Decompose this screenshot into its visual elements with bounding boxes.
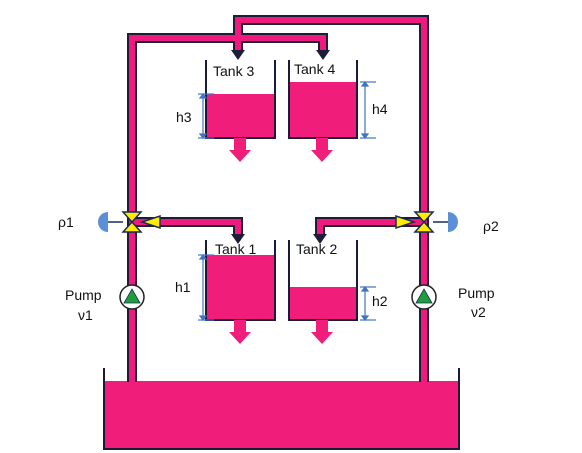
- right-pump: [411, 284, 437, 310]
- reservoir-walls: [103, 368, 460, 450]
- tank-1-label: Tank 1: [215, 241, 256, 257]
- sensor-icon: [448, 212, 458, 232]
- left-riser-pipe: [129, 35, 326, 382]
- h4-label: h4: [372, 101, 388, 117]
- right-valve: [395, 211, 458, 233]
- left-sensor-label: ρ1: [58, 214, 74, 230]
- h3-label: h3: [176, 109, 192, 125]
- outflow-arrow-icon: [229, 332, 251, 344]
- right-sensor-label: ρ2: [483, 218, 499, 234]
- tank-3-water: [206, 94, 275, 138]
- tank-3-label: Tank 3: [213, 63, 254, 79]
- tank-4-water: [289, 82, 357, 138]
- pipe-network: [127, 15, 429, 382]
- tank-3: [205, 60, 276, 162]
- valve-icon: [121, 211, 143, 233]
- tank-1: [205, 240, 276, 344]
- level-dimensions: [198, 81, 376, 321]
- tank-1-water: [206, 255, 275, 320]
- sensor-icon: [98, 212, 108, 232]
- left-branch-pipe: [132, 219, 241, 236]
- h2-label: h2: [372, 293, 388, 309]
- tank-2-water: [289, 287, 357, 320]
- right-pump-symbol: ν2: [471, 304, 486, 320]
- outflow-arrow-icon: [311, 150, 333, 162]
- outflow-arrow-icon: [229, 150, 251, 162]
- valve-icon: [413, 211, 435, 233]
- tank-2: [288, 240, 358, 344]
- reservoir-water: [104, 381, 459, 449]
- right-branch-pipe: [317, 219, 424, 236]
- tank-2-label: Tank 2: [296, 241, 337, 257]
- tank-4: [288, 60, 358, 162]
- outflow-arrow-icon: [311, 332, 333, 344]
- right-riser-pipe: [235, 17, 427, 382]
- h1-label: h1: [175, 279, 191, 295]
- tank-4-label: Tank 4: [294, 61, 335, 77]
- left-pump: [119, 284, 145, 310]
- left-pump-symbol: ν1: [78, 307, 93, 323]
- left-pump-label: Pump: [65, 287, 102, 303]
- reservoir: [103, 368, 460, 450]
- right-pump-label: Pump: [458, 285, 495, 301]
- left-valve: [98, 211, 161, 233]
